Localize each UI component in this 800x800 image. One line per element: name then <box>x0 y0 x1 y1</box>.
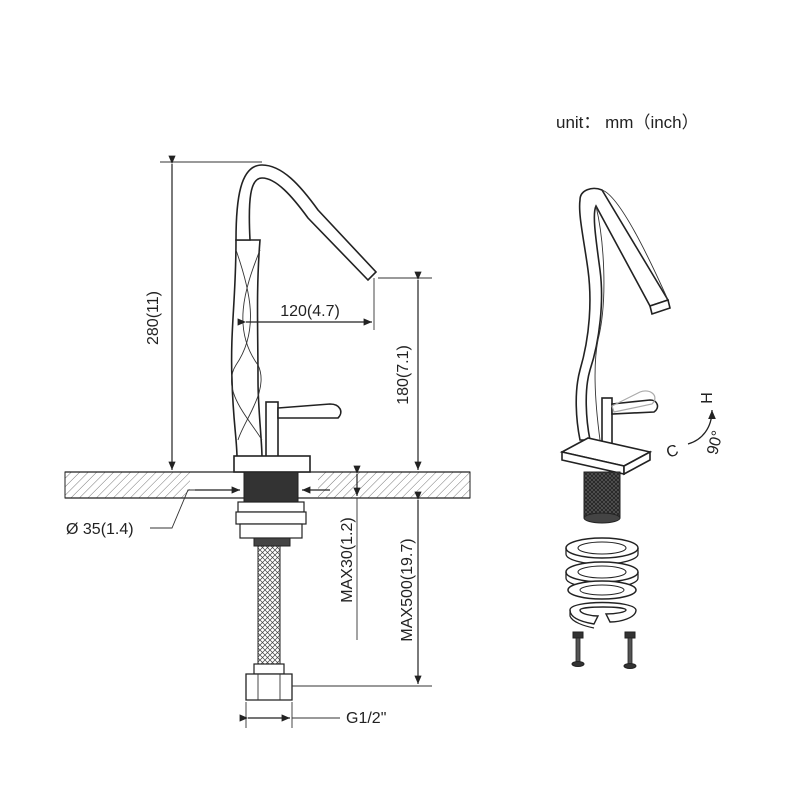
side-elevation: 280(11) 120(4.7) 180(7.1) Ø 35(1.4) MAX3… <box>64 155 471 728</box>
exploded-shank <box>583 471 621 519</box>
horseshoe-bracket <box>569 601 637 625</box>
faucet-column <box>230 239 263 459</box>
rotation-arrow <box>687 409 716 445</box>
unit-note: unit： mm（inch） <box>556 113 699 132</box>
hose-fitting-nut <box>245 673 293 701</box>
bolt-left <box>571 631 585 667</box>
mounting-nut <box>239 523 303 539</box>
thread-label: G1/2" <box>346 710 386 727</box>
bolt-right <box>623 631 637 669</box>
spout-height-label: 180(7.1) <box>395 345 412 405</box>
supply-hose <box>257 545 281 665</box>
reach-label: 120(4.7) <box>280 303 340 320</box>
handle-stem <box>265 401 279 459</box>
faucet-spout <box>235 164 378 282</box>
handle-rotated-ghost <box>611 390 656 413</box>
handle-lever <box>277 403 342 419</box>
hose-length-label: MAX500(19.7) <box>399 538 416 641</box>
rotation-angle-label: 90° <box>704 429 727 457</box>
height-total-label: 280(11) <box>145 291 162 345</box>
base-plate <box>233 455 311 473</box>
shank <box>243 471 299 503</box>
max-thickness-label: MAX30(1.2) <box>339 517 356 602</box>
exploded-view: unit： mm（inch） <box>556 113 727 669</box>
rotation-cold-label: C <box>664 442 681 462</box>
hole-diameter-label: Ø 35(1.4) <box>66 521 134 538</box>
rotation-hot-label: H <box>699 392 716 404</box>
